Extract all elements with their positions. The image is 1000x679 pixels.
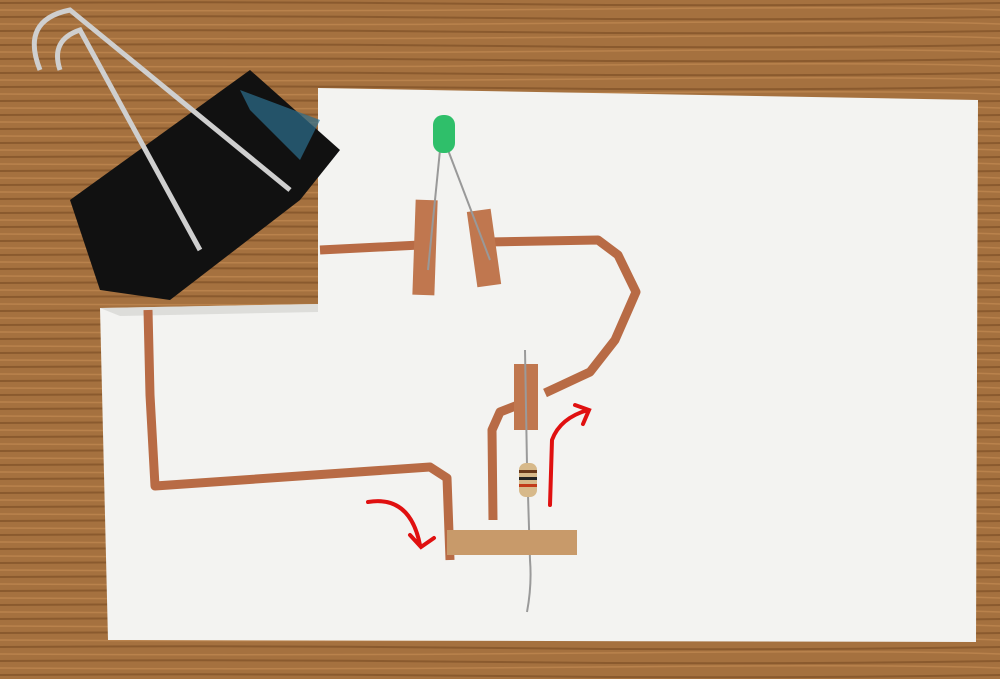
resistor (519, 349, 537, 613)
led-pad-right (466, 208, 502, 288)
arrow-down-icon (366, 499, 436, 550)
paper-shadow (100, 304, 318, 316)
trace-left-top (319, 240, 421, 255)
copper-traces (143, 235, 641, 561)
arrow-up-icon (548, 403, 592, 507)
trace-middle (487, 400, 520, 521)
paper-card (100, 88, 978, 642)
trace-right-loop (487, 235, 641, 398)
led-pad-left (412, 199, 438, 296)
led (427, 115, 491, 271)
binder-clip (31, 7, 340, 300)
paper-tape-strip (447, 530, 577, 555)
red-arrow-annotations (366, 403, 592, 550)
trace-left-loop (143, 309, 455, 561)
